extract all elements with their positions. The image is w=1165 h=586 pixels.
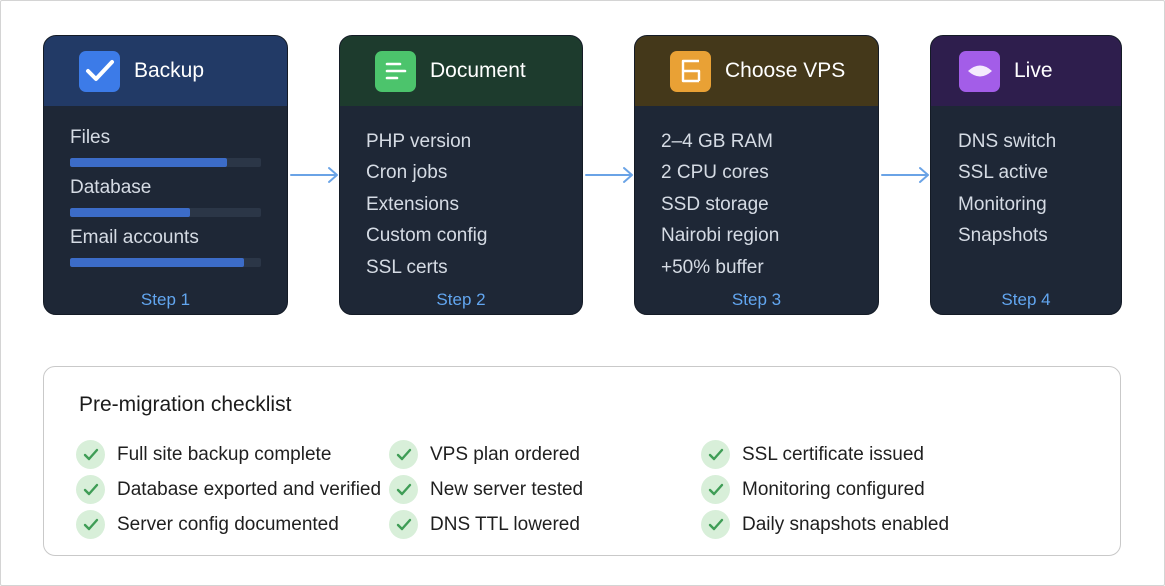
checklist-item: Database exported and verified <box>76 472 381 507</box>
checklist-item-text: SSL certificate issued <box>742 443 924 465</box>
eye-icon <box>959 50 1000 92</box>
progress-label: Email accounts <box>70 227 199 248</box>
progress-fill <box>70 158 227 167</box>
checklist-item-text: Server config documented <box>117 513 339 535</box>
card-title: Backup <box>134 59 205 82</box>
step-card-choose-vps: Choose VPS 2–4 GB RAM 2 CPU cores SSD st… <box>634 35 879 315</box>
card-title: Live <box>1014 59 1053 82</box>
check-circle-icon <box>701 440 730 469</box>
list-item: SSL active <box>958 162 1049 184</box>
list-item: SSD storage <box>661 193 769 215</box>
card-header: Live <box>931 36 1121 106</box>
checklist-item: DNS TTL lowered <box>389 507 583 542</box>
arrow-right-icon <box>585 167 633 183</box>
check-circle-icon <box>76 440 105 469</box>
list-item: 2 CPU cores <box>661 162 769 184</box>
list-item: Snapshots <box>958 225 1048 247</box>
checklist-item: SSL certificate issued <box>701 437 949 472</box>
checklist-item: Server config documented <box>76 507 381 542</box>
step-card-document: Document PHP version Cron jobs Extension… <box>339 35 583 315</box>
checklist-item: Full site backup complete <box>76 437 381 472</box>
checklist-title: Pre-migration checklist <box>79 393 292 416</box>
step-label: Step 3 <box>731 290 782 309</box>
step-label: Step 4 <box>1001 290 1051 309</box>
arrow-right-icon <box>881 167 929 183</box>
list-item: +50% buffer <box>661 256 764 278</box>
checklist-item: Daily snapshots enabled <box>701 507 949 542</box>
check-circle-icon <box>701 475 730 504</box>
server-icon <box>670 50 711 92</box>
checklist-item: Monitoring configured <box>701 472 949 507</box>
check-circle-icon <box>76 510 105 539</box>
step-card-live: Live DNS switch SSL active Monitoring Sn… <box>930 35 1122 315</box>
list-item: DNS switch <box>958 131 1057 152</box>
checklist-item-text: Daily snapshots enabled <box>742 513 950 535</box>
check-circle-icon <box>389 475 418 504</box>
checklist-item-text: New server tested <box>430 478 584 500</box>
check-circle-icon <box>76 475 105 504</box>
progress-item-files: Files <box>70 126 287 167</box>
list-item: Extensions <box>366 193 459 215</box>
progress-fill <box>70 258 244 267</box>
card-title: Choose VPS <box>725 59 846 82</box>
progress-item-database: Database <box>70 176 287 217</box>
checkmark-icon <box>79 50 120 92</box>
step-label: Step 1 <box>140 290 191 309</box>
checklist-item-text: Monitoring configured <box>742 478 925 500</box>
checklist-column: SSL certificate issued Monitoring config… <box>701 437 949 542</box>
list-item: SSL certs <box>366 256 448 278</box>
checklist-item-text: VPS plan ordered <box>430 443 580 465</box>
progress-fill <box>70 208 191 217</box>
progress-track <box>70 208 261 217</box>
list-item: Cron jobs <box>366 162 448 184</box>
progress-label: Files <box>70 127 111 148</box>
checklist-item-text: Full site backup complete <box>117 443 332 465</box>
card-body: PHP version Cron jobs Extensions Custom … <box>340 106 582 283</box>
card-body: Files Database Email accounts <box>44 106 287 267</box>
checklist-column: VPS plan ordered New server tested DNS T… <box>389 437 583 542</box>
list-item: Custom config <box>366 225 488 247</box>
card-body: DNS switch SSL active Monitoring Snapsho… <box>931 106 1121 252</box>
checklist-item: VPS plan ordered <box>389 437 583 472</box>
card-body: 2–4 GB RAM 2 CPU cores SSD storage Nairo… <box>635 106 878 283</box>
progress-item-email: Email accounts <box>70 226 287 267</box>
card-title: Document <box>430 59 526 82</box>
checklist-column: Full site backup complete Database expor… <box>76 437 381 542</box>
check-circle-icon <box>389 510 418 539</box>
check-circle-icon <box>701 510 730 539</box>
step-card-backup: Backup Files Database Email accounts Ste… <box>43 35 288 315</box>
progress-track <box>70 158 261 167</box>
card-header: Document <box>340 36 582 106</box>
list-item: Nairobi region <box>661 225 780 247</box>
pre-migration-checklist: Pre-migration checklist Full site backup… <box>43 366 1121 556</box>
list-item: 2–4 GB RAM <box>661 131 773 152</box>
card-header: Choose VPS <box>635 36 878 106</box>
checklist-item-text: DNS TTL lowered <box>430 513 580 535</box>
progress-label: Database <box>70 177 152 198</box>
checklist-item: New server tested <box>389 472 583 507</box>
list-item: Monitoring <box>958 193 1047 215</box>
checklist-item-text: Database exported and verified <box>117 478 382 500</box>
arrow-right-icon <box>290 167 338 183</box>
progress-track <box>70 258 261 267</box>
check-circle-icon <box>389 440 418 469</box>
document-lines-icon <box>375 50 416 92</box>
step-label: Step 2 <box>436 290 486 309</box>
card-header: Backup <box>44 36 287 106</box>
list-item: PHP version <box>366 131 472 152</box>
